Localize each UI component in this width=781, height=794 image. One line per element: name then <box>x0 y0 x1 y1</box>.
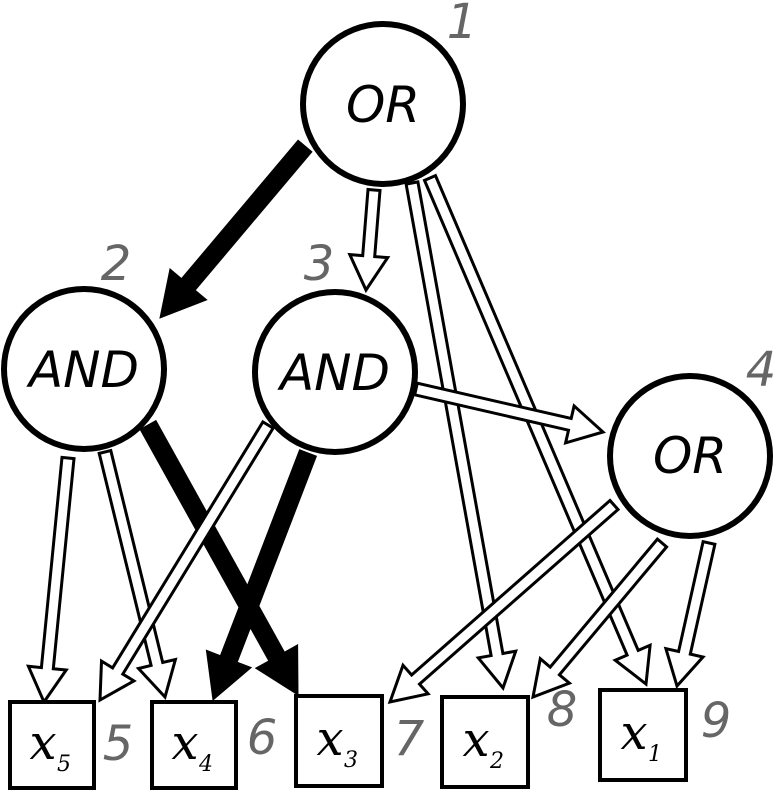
edge-n2-to-n7 <box>139 419 299 696</box>
variable-box <box>150 700 238 790</box>
variable-label: x <box>620 705 647 761</box>
variable-subscript: 3 <box>344 748 358 773</box>
node-n3: AND 3 <box>252 236 418 455</box>
variable-subscript: 4 <box>198 752 213 777</box>
node-n1: OR 1 <box>300 0 478 187</box>
gate-label: OR <box>346 76 420 134</box>
edge-n1-to-n2 <box>159 139 313 319</box>
edge-n3-to-n4 <box>412 381 606 446</box>
gate-label: AND <box>277 344 390 402</box>
edge-n3-to-n5 <box>98 419 276 703</box>
variable-label: x <box>29 715 56 771</box>
gate-circle <box>607 373 773 539</box>
variable-box <box>598 688 688 782</box>
node-index-label: 6 <box>247 710 278 766</box>
edge-n3-to-n6 <box>205 449 318 701</box>
edge-n1-to-n8 <box>404 180 518 692</box>
node-index-label: 7 <box>394 711 425 767</box>
node-index-label: 1 <box>447 0 478 50</box>
edge-n1-to-n9 <box>422 173 652 687</box>
node-index-label: 9 <box>701 693 732 749</box>
variable-subscript: 5 <box>57 752 71 777</box>
node-n2: AND 2 <box>1 236 167 452</box>
edge-n4-to-n7 <box>387 498 621 705</box>
gate-circle <box>300 21 466 187</box>
node-index-label: 5 <box>103 716 134 772</box>
variable-label: x <box>171 715 198 771</box>
variable-label: x <box>462 712 489 768</box>
variable-subscript: 1 <box>648 742 662 767</box>
edge-n2-to-n5 <box>25 455 76 706</box>
variable-subscript: 2 <box>489 749 504 774</box>
variable-box <box>294 694 384 788</box>
variable-label: x <box>316 711 343 767</box>
edge-n4-to-n9 <box>663 539 717 689</box>
variable-box <box>440 695 530 789</box>
gate-circle <box>1 286 167 452</box>
node-index-label: 2 <box>101 236 132 292</box>
variable-box <box>8 700 96 790</box>
node-n4: OR 4 <box>607 342 777 539</box>
node-index-label: 4 <box>746 342 777 398</box>
node-index-label: 3 <box>304 236 335 292</box>
node-index-label: 8 <box>547 682 578 738</box>
gate-circle <box>252 289 418 455</box>
edge-n4-to-n8 <box>531 536 669 700</box>
edge-n1-to-n3 <box>347 187 391 294</box>
edge-n2-to-n6 <box>97 448 178 700</box>
gate-label: OR <box>653 427 727 485</box>
edges-layer <box>25 139 717 706</box>
gate-label: AND <box>26 341 139 399</box>
